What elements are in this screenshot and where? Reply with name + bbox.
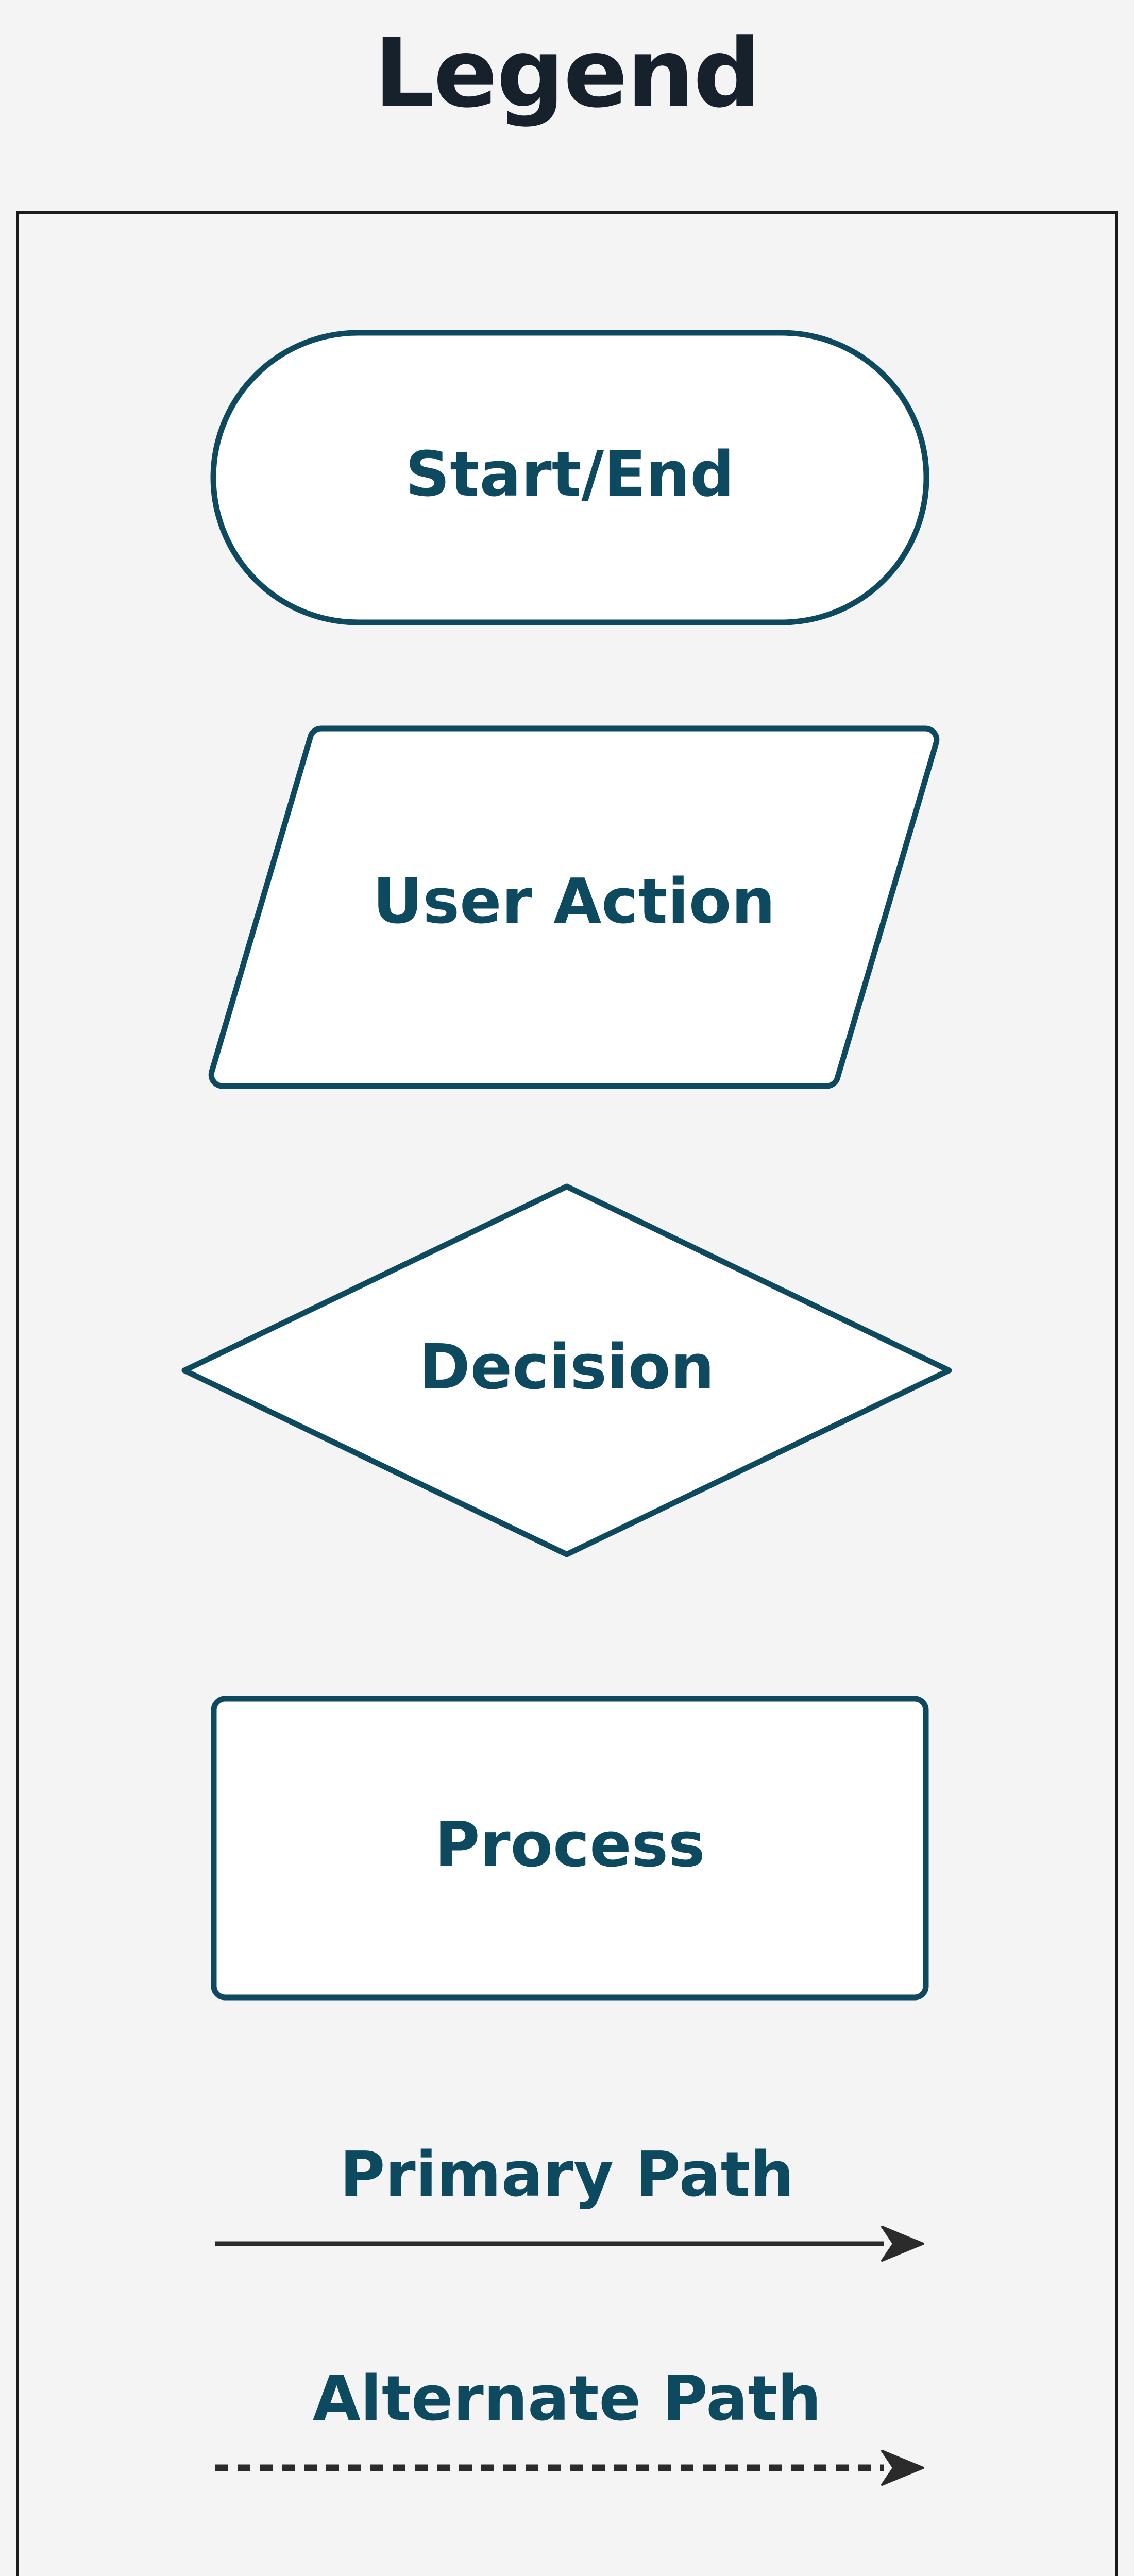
legend-item-primary-path[interactable]: Primary Path (0, 2138, 1134, 2272)
legend-item-user-action[interactable]: User Action (208, 716, 940, 1092)
dashed-arrow-icon (215, 2450, 924, 2486)
legend-item-start-end[interactable]: Start/End (210, 330, 929, 625)
parallelogram-shape (208, 725, 940, 1089)
legend-item-process[interactable]: Process (210, 1695, 929, 2001)
solid-arrow-icon (215, 2226, 924, 2262)
page-title: Legend (374, 19, 761, 129)
diamond-shape (181, 1183, 952, 1557)
stadium-shape (210, 330, 929, 625)
rectangle-shape (211, 1696, 929, 2001)
legend-connector-label-alternate: Alternate Path (312, 2363, 822, 2435)
legend-item-decision[interactable]: Decision (180, 1182, 953, 1558)
legend-connector-label-primary: Primary Path (340, 2139, 794, 2211)
legend-item-alternate-path[interactable]: Alternate Path (0, 2362, 1134, 2496)
